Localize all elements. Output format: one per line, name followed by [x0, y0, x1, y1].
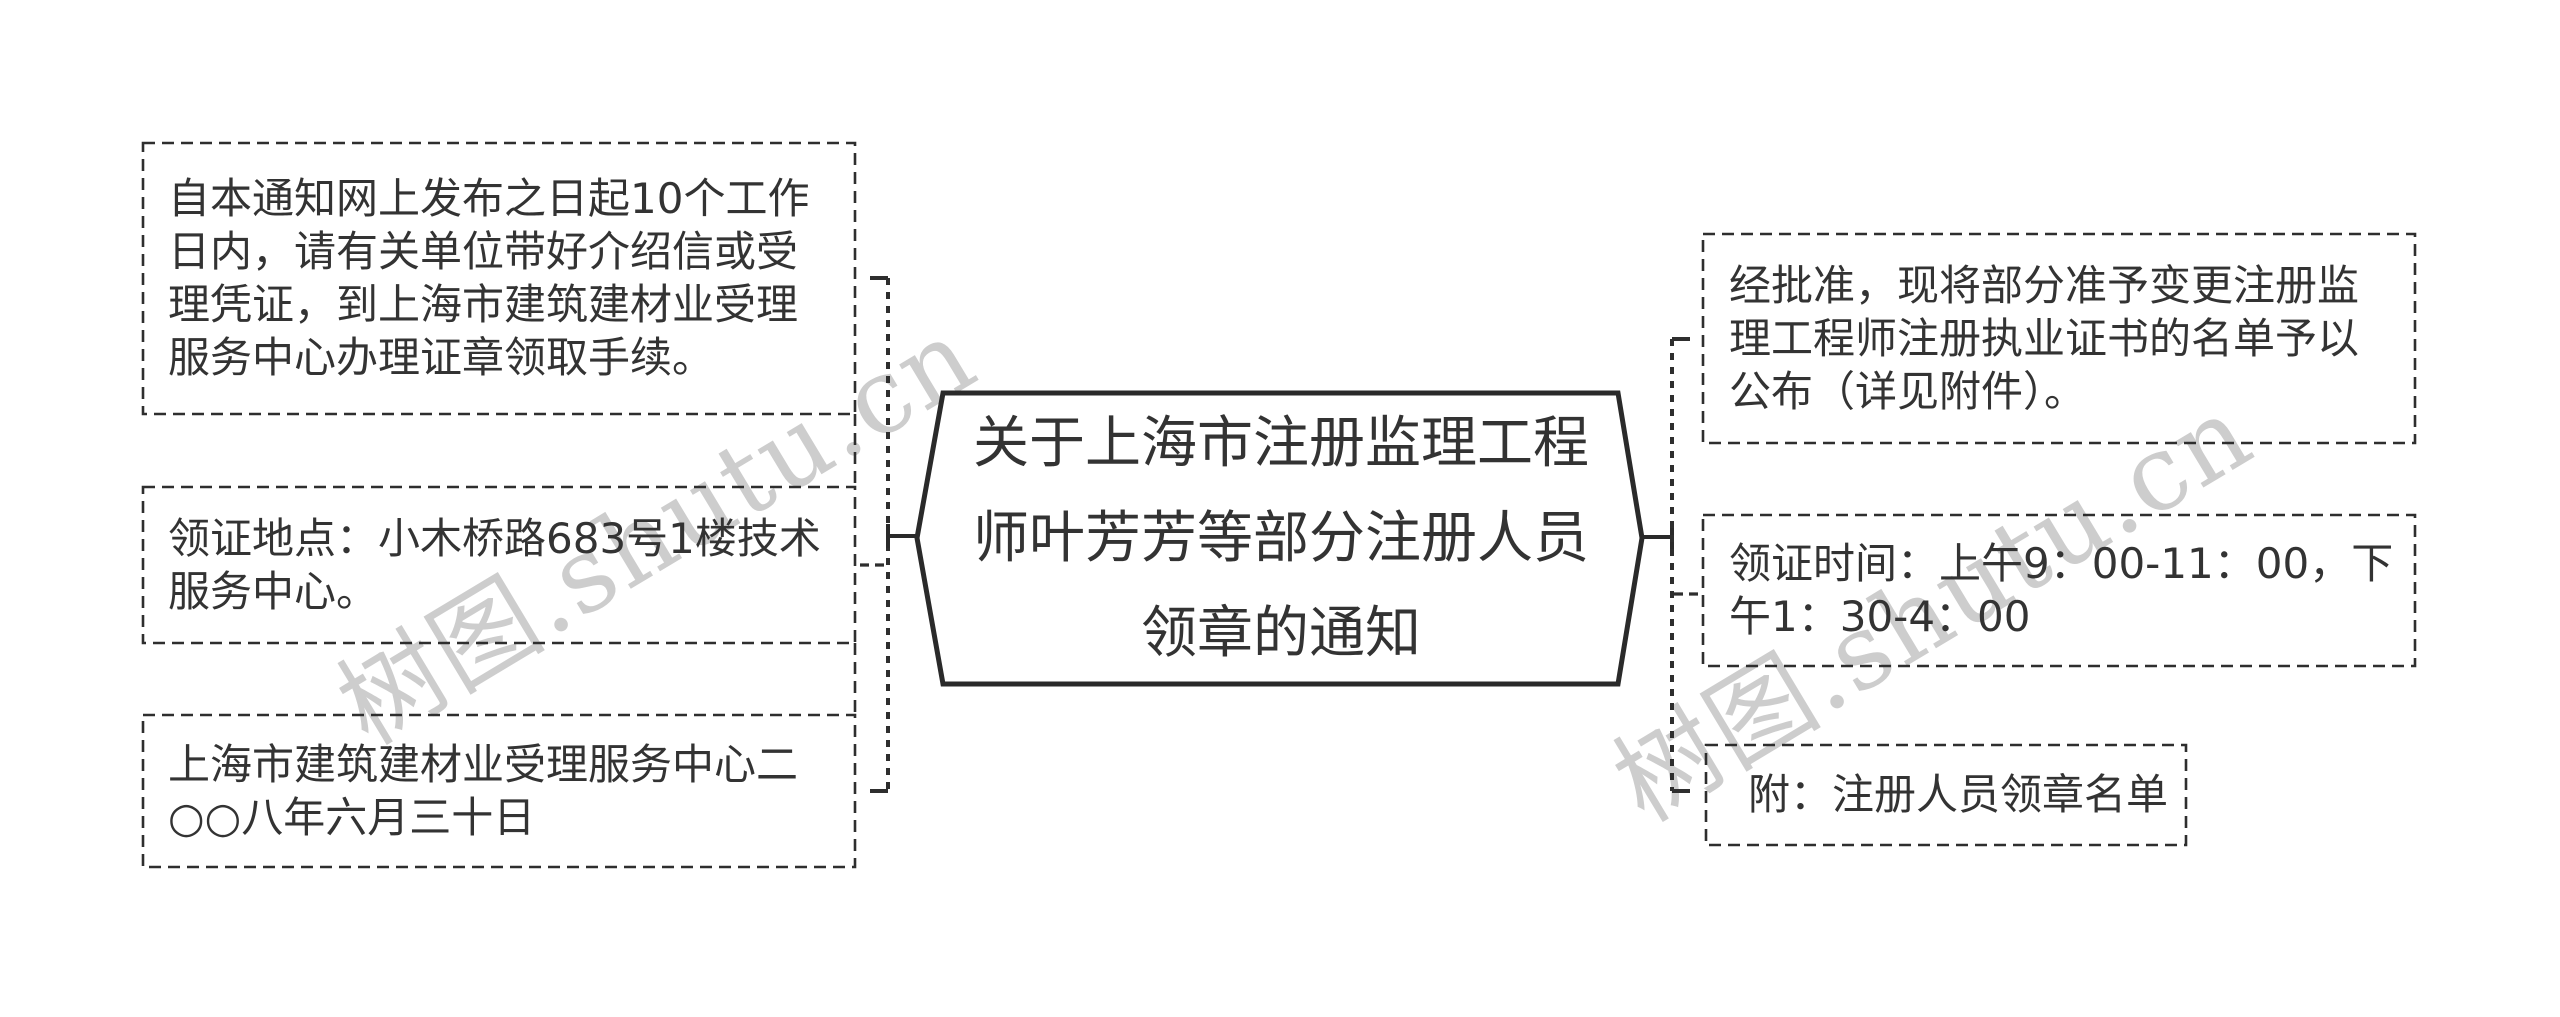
center-node[interactable]: 关于上海市注册监理工程师叶芳芳等部分注册人员领章的通知 — [920, 396, 1642, 681]
right-node-2-text[interactable]: 领证时间：上午9：00-11：00，下午1：30-4：00 — [1729, 539, 2394, 641]
left-node-3-border[interactable] — [141, 713, 857, 869]
left-node-1-text[interactable]: 自本通知网上发布之日起10个工作日内，请有关单位带好介绍信或受理凭证，到上海市建… — [168, 174, 810, 382]
left-node-3-text[interactable]: 上海市建筑建材业受理服务中心二○○八年六月三十日 — [168, 740, 799, 842]
right-node-1-text[interactable]: 经批准，现将部分准予变更注册监理工程师注册执业证书的名单予以公布（详见附件）。 — [1729, 261, 2360, 416]
left-node-2-text[interactable]: 领证地点：小木桥路683号1楼技术服务中心。 — [168, 514, 821, 616]
left-node-2-border[interactable] — [141, 485, 857, 645]
right-node-1-border[interactable] — [1701, 232, 2417, 445]
center-node-title: 关于上海市注册监理工程师叶芳芳等部分注册人员领章的通知 — [973, 411, 1589, 666]
left-node-1-border[interactable] — [141, 141, 857, 416]
right-node-3-border[interactable] — [1704, 743, 2188, 847]
right-node-2-border[interactable] — [1701, 513, 2417, 668]
right-node-3-text[interactable]: 附：注册人员领章名单 — [1748, 770, 2169, 819]
